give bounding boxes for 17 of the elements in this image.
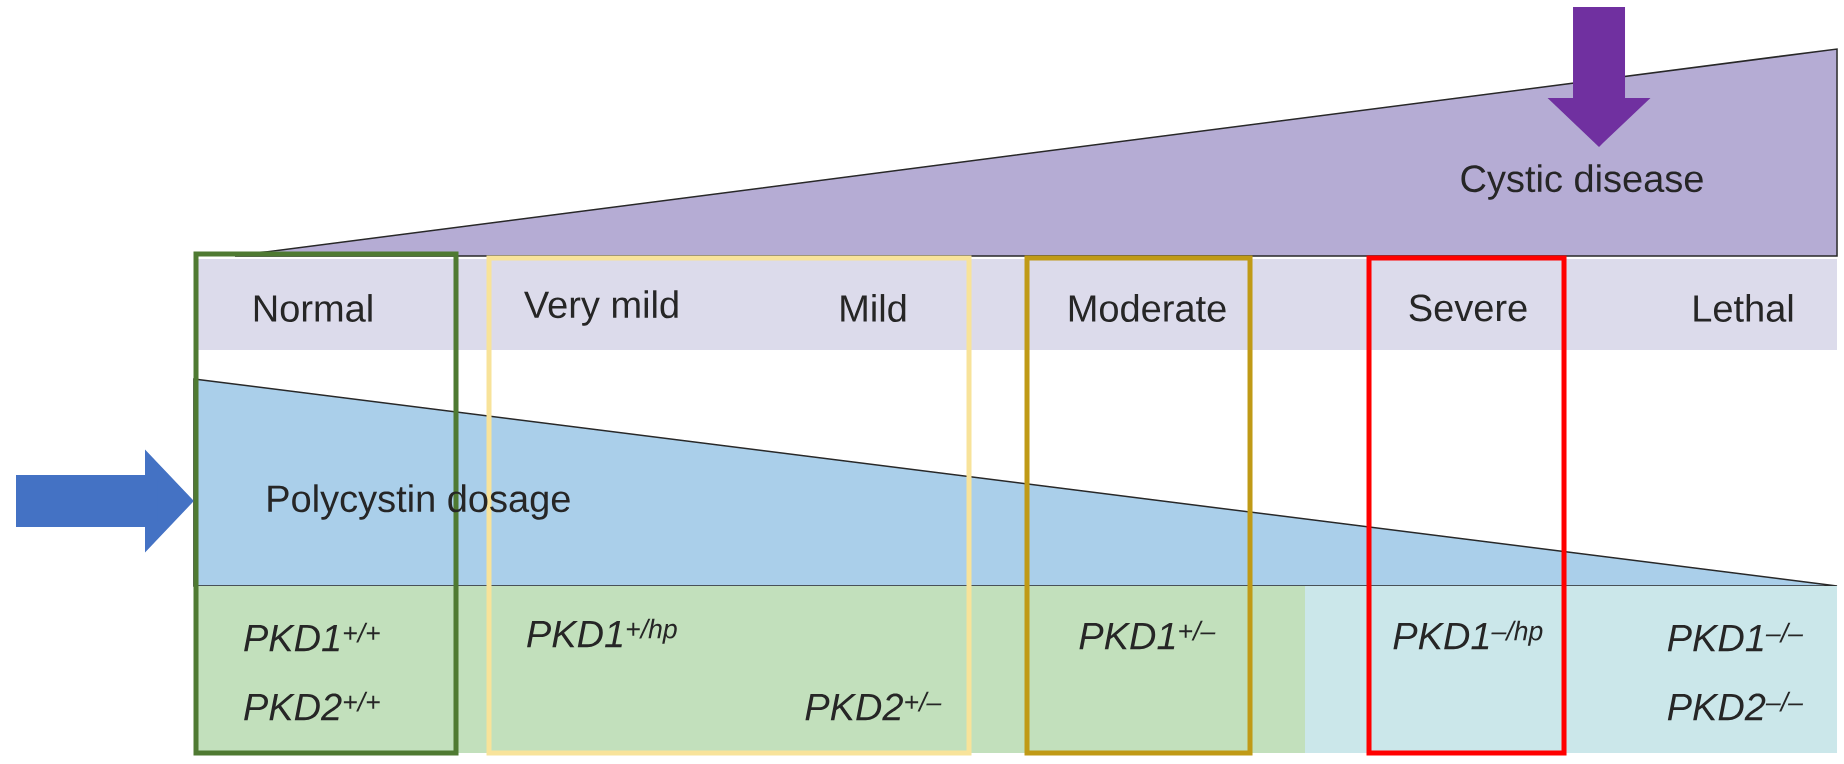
genotype-label: PKD1$^{–/–}$ bbox=[1667, 622, 1804, 652]
dosage-triangle bbox=[193, 378, 1838, 587]
severity-label: Moderate bbox=[1069, 294, 1226, 322]
axis-label: Cystic disease bbox=[1461, 164, 1703, 200]
genotype-label: PKD1$^{+/–}$ bbox=[1079, 620, 1216, 650]
severity-label: Mild bbox=[841, 294, 906, 322]
genotype-label: PKD1$^{+/hp}$ bbox=[527, 618, 677, 648]
genotype-label: PKD1$^{–/hp}$ bbox=[1393, 620, 1543, 650]
genotype-label: PKD2$^{+/–}$ bbox=[805, 691, 942, 721]
genotype-label: PKD2$^{–/–}$ bbox=[1667, 691, 1804, 721]
severity-label: Lethal bbox=[1694, 294, 1793, 322]
genotype-band bbox=[1305, 586, 1837, 753]
severity-label: Normal bbox=[254, 294, 372, 322]
severity-label: Very mild bbox=[524, 290, 678, 326]
genotype-label: PKD1$^{+/+}$ bbox=[244, 622, 380, 652]
severity-label: Severe bbox=[1409, 294, 1527, 322]
genotype-label: PKD2$^{+/+}$ bbox=[244, 691, 380, 721]
